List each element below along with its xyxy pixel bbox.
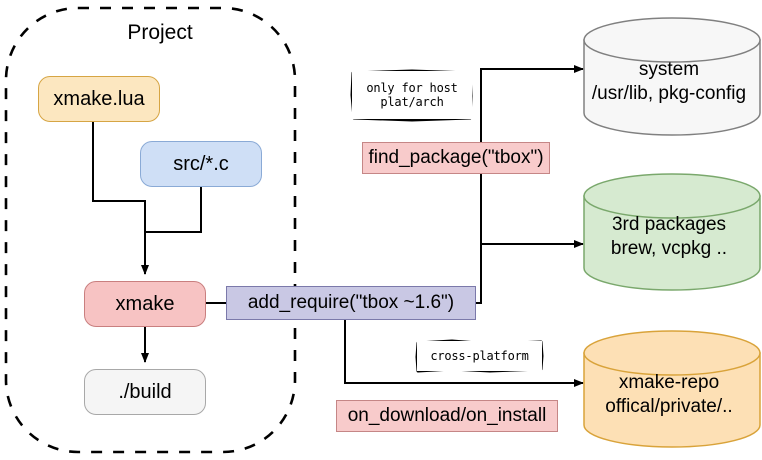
cylinder-system [583,17,761,136]
node-on-download-on-install[interactable]: on_download/on_install [336,400,558,432]
edge-addrequire-to-system [476,65,584,304]
node-src-c[interactable]: src/*.c [140,141,262,187]
note-only-for-host-line2: plat/arch [380,95,444,109]
project-boundary [4,6,297,454]
node-xmake[interactable]: xmake [84,281,206,327]
edge-xmakelua-to-xmake [92,122,149,275]
edge-src-to-xmake [145,187,202,233]
node-xmake-lua[interactable]: xmake.lua [38,76,160,122]
project-title: Project [127,21,193,44]
note-only-for-host: only for host plat/arch [352,71,472,119]
note-cross-platform: cross-platform [417,341,542,371]
node-build[interactable]: ./build [84,369,206,415]
edge-addrequire-to-repo [344,320,584,387]
cylinder-xmake-repo [583,330,761,448]
cylinder-3rd-packages [583,173,761,291]
note-only-for-host-line1: only for host [366,80,458,95]
node-find-package[interactable]: find_package("tbox") [362,142,550,174]
note-cross-platform-line1: cross-platform [430,348,529,363]
node-add-require[interactable]: add_require("tbox ~1.6") [226,286,476,320]
